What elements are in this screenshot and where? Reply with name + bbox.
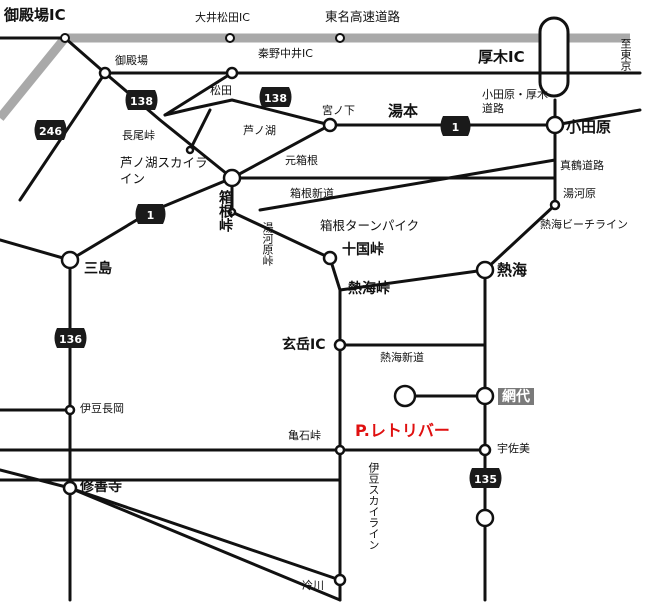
label-usami: 宇佐美 <box>497 442 530 455</box>
shield-label: 138 <box>130 95 153 108</box>
label-odawara-atsugi: 小田原・厚木道路 <box>482 88 548 115</box>
shield-label: 246 <box>39 125 62 138</box>
route-shield-246: 246 <box>34 120 67 140</box>
route-shield-138-b: 138 <box>259 87 292 107</box>
label-hakone-turnpike: 箱根ターンパイク <box>320 218 420 233</box>
label-hakone-shindo: 箱根新道 <box>290 187 334 200</box>
shield-label: 1 <box>147 209 155 222</box>
label-gendake-ic: 玄岳IC <box>282 337 326 353</box>
label-hiekawa: 冷川 <box>302 579 324 592</box>
label-miyanoshita: 宮ノ下 <box>322 104 355 117</box>
shield-label: 138 <box>264 92 287 105</box>
shield-label: 135 <box>474 473 497 486</box>
label-ajiro: 網代 <box>498 388 534 405</box>
label-tomei: 東名高速道路 <box>325 9 401 24</box>
label-ashinoko-skyline: 芦ノ湖スカイライン <box>120 155 208 187</box>
label-gotemba: 御殿場 <box>115 54 148 67</box>
label-atami-beach-line: 熱海ビーチライン <box>540 218 628 231</box>
shield-label: 136 <box>59 333 82 346</box>
label-ashinoko: 芦ノ湖 <box>243 124 276 137</box>
label-hadano-nakai-ic: 秦野中井IC <box>258 47 313 60</box>
label-yugawara-toge: 湯河原峠 <box>261 222 274 266</box>
route-shield-1-a: 1 <box>440 116 471 136</box>
shield-label: 1 <box>452 121 460 134</box>
label-hakone-toge: 箱根峠 <box>217 190 233 232</box>
route-shield-136: 136 <box>54 328 87 348</box>
route-shield-138-a: 138 <box>125 90 158 110</box>
label-shuzenji: 修善寺 <box>80 479 122 495</box>
label-atsugi-ic: 厚木IC <box>478 48 525 66</box>
label-jikkoku-toge: 十国峠 <box>342 242 384 258</box>
label-motohakone: 元箱根 <box>285 154 318 167</box>
label-oi-matsuda-ic: 大井松田IC <box>195 11 250 24</box>
label-manazuru-road: 真鶴道路 <box>560 159 604 172</box>
label-yumoto: 湯本 <box>388 102 419 120</box>
label-atami-toge: 熱海峠 <box>348 281 390 297</box>
label-izu-skyline-a: 伊豆スカイライン <box>367 462 380 550</box>
label-odawara: 小田原 <box>566 118 612 136</box>
route-shield-1-b: 1 <box>135 204 166 224</box>
label-gotemba-ic: 御殿場IC <box>4 6 66 24</box>
label-yugawara: 湯河原 <box>563 187 596 200</box>
label-mishima: 三島 <box>84 261 112 277</box>
label-nagaotoge: 長尾峠 <box>122 129 155 142</box>
route-shield-135: 135 <box>469 468 502 488</box>
label-atami: 熱海 <box>497 261 528 279</box>
label-to-tokyo: 至東京 <box>619 38 632 71</box>
label-kameishi-toge: 亀石峠 <box>288 429 321 442</box>
label-atami-shindo: 熱海新道 <box>380 351 424 364</box>
destination-label: P.レトリバー <box>355 421 450 440</box>
label-matsuda: 松田 <box>210 84 232 97</box>
label-izu-nagaoka: 伊豆長岡 <box>80 402 124 415</box>
